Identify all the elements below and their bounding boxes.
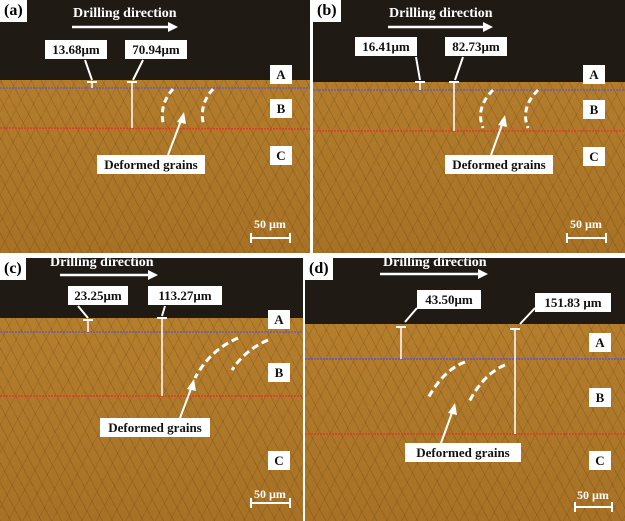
zone-a-depth-label: 16.41μm <box>355 37 417 56</box>
deformed-grain-curve <box>200 88 215 127</box>
zone-b-depth-label: 151.83 μm <box>535 293 611 312</box>
drilling-direction-label: Drilling direction <box>50 258 154 270</box>
scale-bar-label: 50 µm <box>570 217 602 231</box>
micrograph-panel-c: (c) Drilling direction 23.25μm 113.27μm … <box>0 258 303 521</box>
scale-bar-label: 50 µm <box>577 488 609 502</box>
zone-b-depth-label: 70.94μm <box>125 40 187 59</box>
zone-c-label: C <box>589 451 611 470</box>
zone-b-label: B <box>589 388 611 407</box>
annotations <box>313 22 625 243</box>
drilling-direction-label: Drilling direction <box>389 6 493 21</box>
zone-a-label: A <box>589 333 611 352</box>
panel-label: (c) <box>0 258 26 280</box>
zone-c-label: C <box>583 147 605 166</box>
annotations <box>0 270 303 508</box>
deformed-grain-curve <box>160 88 175 127</box>
zone-b-label: B <box>583 100 605 119</box>
zone-b-label: B <box>270 99 292 118</box>
deformed-grains-label: Deformed grains <box>445 155 553 174</box>
zone-b-label: B <box>268 363 290 382</box>
zone-b-boundary <box>0 127 310 130</box>
scale-bar-label: 50 µm <box>254 217 286 231</box>
zone-b-depth-label: 82.73μm <box>445 37 507 56</box>
annotations <box>0 22 310 243</box>
panel-label: (b) <box>313 0 341 22</box>
deformed-grains-label: Deformed grains <box>100 418 210 437</box>
zone-a-label: A <box>583 65 605 84</box>
panel-label: (a) <box>0 0 27 22</box>
zone-a-depth-label: 23.25μm <box>68 286 128 305</box>
drilling-direction-label: Drilling direction <box>73 6 177 21</box>
micrograph-panel-d: (d) Drilling direction 43.50μm 151.83 μm… <box>305 258 625 521</box>
scale-bar-label: 50 µm <box>254 487 286 501</box>
micrograph-panel-b: (b) Drilling direction 16.41μm 82.73μm D… <box>313 0 625 253</box>
zone-c-label: C <box>268 451 290 470</box>
annotations <box>305 269 625 512</box>
zone-c-label: C <box>270 146 292 165</box>
zone-a-depth-label: 13.68μm <box>45 40 107 59</box>
drilling-direction-label: Drilling direction <box>383 258 487 270</box>
zone-a-depth-label: 43.50μm <box>417 290 481 309</box>
zone-a-label: A <box>268 310 290 329</box>
deformed-grains-label: Deformed grains <box>405 443 521 462</box>
zone-a-label: A <box>270 65 292 84</box>
panel-label: (d) <box>305 258 333 280</box>
deformed-grains-label: Deformed grains <box>97 155 205 174</box>
zone-b-depth-label: 113.27μm <box>148 286 222 305</box>
micrograph-panel-a: (a) Drilling direction 13.68μm 70.94μm D… <box>0 0 310 253</box>
